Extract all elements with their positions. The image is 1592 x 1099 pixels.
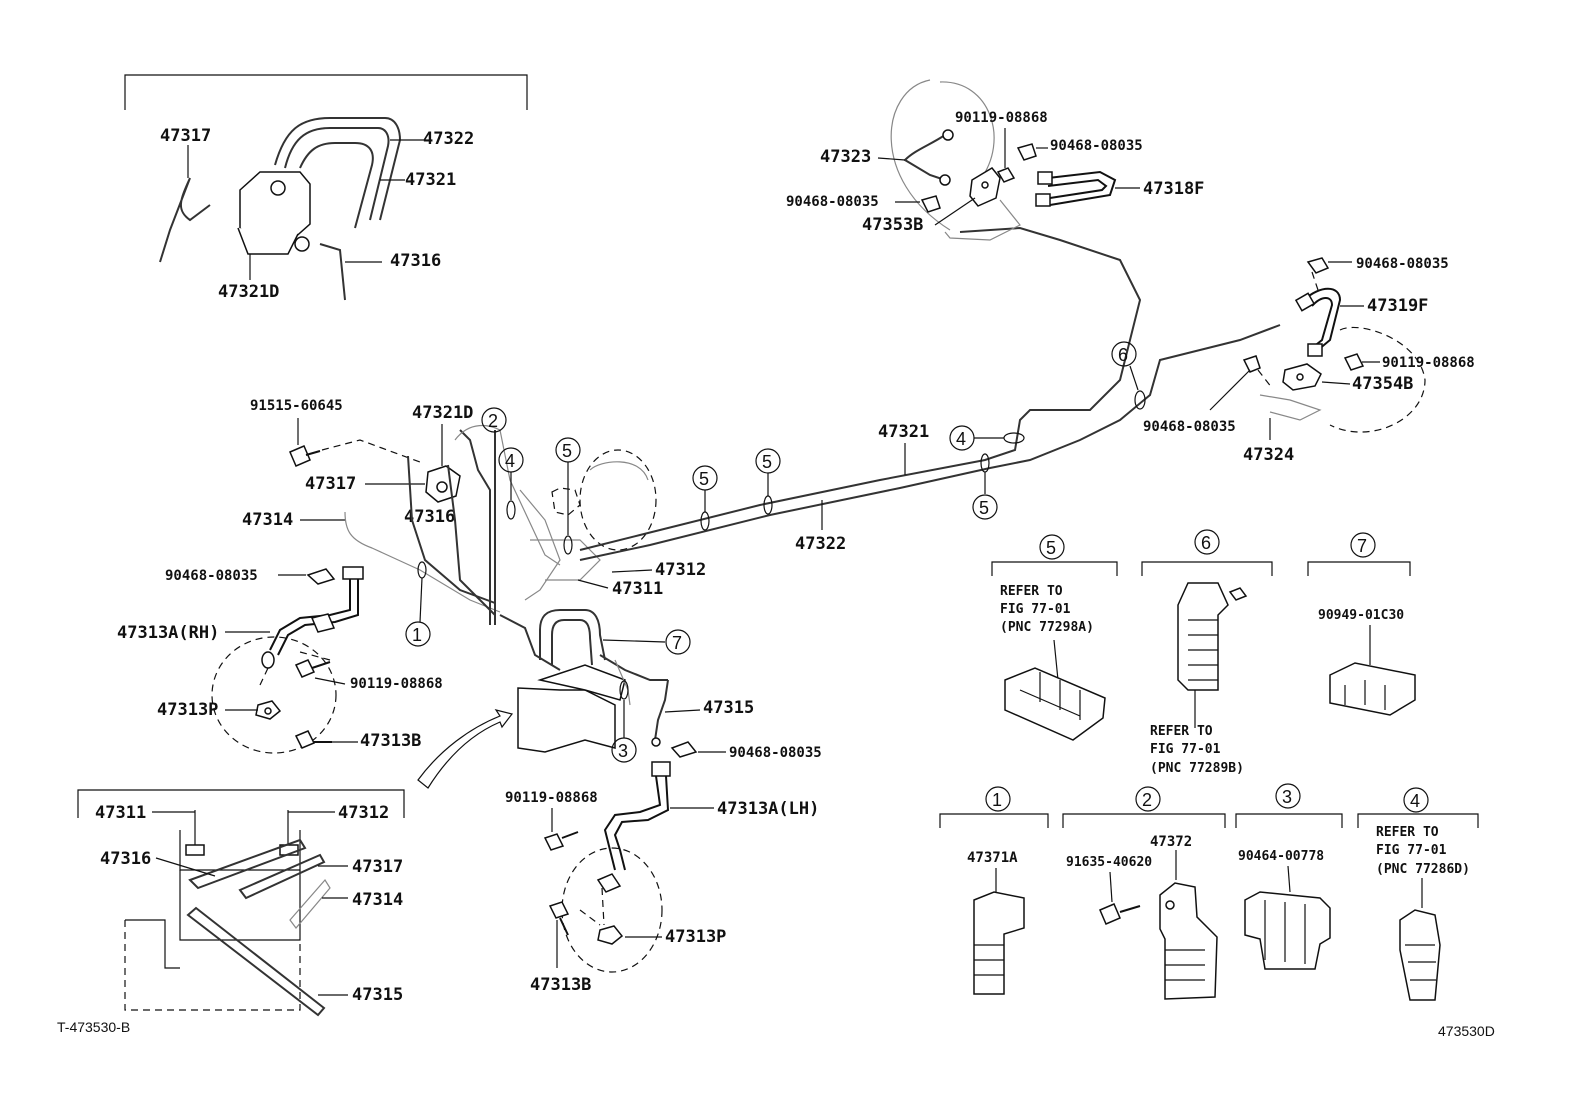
inset-top-left: 47317 47322 47321 47316 47321D xyxy=(124,74,528,302)
legend-3: 3 90464-00778 xyxy=(1235,783,1343,970)
callout-5a: 5 xyxy=(562,441,572,461)
label-b-47317: 47317 xyxy=(352,857,403,877)
legend-3-part: 90464-00778 xyxy=(1238,849,1324,864)
label-47322-main: 47322 xyxy=(795,534,846,554)
label-47319f: 47319F xyxy=(1367,296,1428,316)
legend-1-part: 47371A xyxy=(967,850,1018,866)
label-90468-left: 90468-08035 xyxy=(165,568,258,584)
legend-7-num: 7 xyxy=(1357,536,1367,556)
label-47313p-mid: 47313P xyxy=(665,927,726,947)
inset-bottom-left: 47311 47312 47316 47317 47314 47315 xyxy=(77,789,405,1017)
label-90119-tr: 90119-08868 xyxy=(955,110,1048,126)
top-right-assembly: 47323 47353B 90119-08868 90468-08035 904… xyxy=(786,79,1204,241)
label-47317: 47317 xyxy=(160,126,211,146)
callout-2: 2 xyxy=(488,411,498,431)
label-90468-tr2: 90468-08035 xyxy=(786,194,879,210)
label-90468-mid: 90468-08035 xyxy=(729,745,822,761)
legend-5-num: 5 xyxy=(1046,538,1056,558)
callout-4b: 4 xyxy=(956,429,966,449)
label-47354b: 47354B xyxy=(1352,374,1413,394)
callout-3: 3 xyxy=(618,741,628,761)
label-90119-mid: 90119-08868 xyxy=(505,790,598,806)
callout-7: 7 xyxy=(672,633,682,653)
label-b-47314: 47314 xyxy=(352,890,403,910)
label-47317-main: 47317 xyxy=(305,474,356,494)
label-47315: 47315 xyxy=(703,698,754,718)
label-47321d-main: 47321D xyxy=(412,403,473,423)
label-47321d: 47321D xyxy=(218,282,279,302)
label-47311: 47311 xyxy=(612,579,663,599)
callout-5b: 5 xyxy=(699,469,709,489)
legend-5-line3: (PNC 77298A) xyxy=(1000,620,1094,635)
legend-2-part: 47372 xyxy=(1150,834,1192,850)
callout-1: 1 xyxy=(412,625,422,645)
label-47322: 47322 xyxy=(423,129,474,149)
hose-lh: 47313A(LH) 90119-08868 47313P 47313B xyxy=(505,761,819,995)
legend-7-part: 90949-01C30 xyxy=(1318,608,1404,623)
label-b-47311: 47311 xyxy=(95,803,146,823)
legend-4: 4 REFER TO FIG 77-01 (PNC 77286D) xyxy=(1357,787,1479,1001)
label-90468-tr1: 90468-08035 xyxy=(1050,138,1143,154)
label-47323: 47323 xyxy=(820,147,871,167)
right-assembly: 90468-08035 47319F 90119-08868 47354B 90… xyxy=(1143,256,1475,465)
label-b-47316: 47316 xyxy=(100,849,151,869)
footer-right-code: 473530D xyxy=(1438,1023,1495,1039)
legend-6: 6 REFER TO FIG 77-01 (PNC 77289B) xyxy=(1141,529,1273,776)
label-47313p-left: 47313P xyxy=(157,700,218,720)
label-47318f: 47318F xyxy=(1143,179,1204,199)
label-47313a-lh: 47313A(LH) xyxy=(717,799,819,819)
label-b-47312: 47312 xyxy=(338,803,389,823)
legend-3-num: 3 xyxy=(1282,787,1292,807)
callout-5c: 5 xyxy=(762,452,772,472)
legend-1-num: 1 xyxy=(992,790,1002,810)
legend-4-num: 4 xyxy=(1410,791,1420,811)
legend-1: 1 47371A xyxy=(939,786,1049,995)
callout-4a: 4 xyxy=(505,451,515,471)
label-90119-r: 90119-08868 xyxy=(1382,355,1475,371)
legend-5-line1: REFER TO xyxy=(1000,584,1063,599)
legend-6-line3: (PNC 77289B) xyxy=(1150,761,1244,776)
callout-6: 6 xyxy=(1118,345,1128,365)
label-47313b-left: 47313B xyxy=(360,731,421,751)
label-90119-left: 90119-08868 xyxy=(350,676,443,692)
label-90468-r1: 90468-08035 xyxy=(1356,256,1449,272)
legend-6-num: 6 xyxy=(1201,533,1211,553)
legend-4-line2: FIG 77-01 xyxy=(1376,843,1447,858)
label-90468-r2: 90468-08035 xyxy=(1143,419,1236,435)
center-assembly: 5 47312 47311 3 7 47315 90468-08035 xyxy=(499,437,822,763)
legend-5-line2: FIG 77-01 xyxy=(1000,602,1071,617)
label-47324: 47324 xyxy=(1243,445,1294,465)
label-47316-main: 47316 xyxy=(404,507,455,527)
legend-5: 5 REFER TO FIG 77-01 (PNC 77298A) xyxy=(991,534,1118,741)
label-47312: 47312 xyxy=(655,560,706,580)
label-47316: 47316 xyxy=(390,251,441,271)
legend-4-line1: REFER TO xyxy=(1376,825,1439,840)
legend-2-num: 2 xyxy=(1142,790,1152,810)
legend-7: 7 90949-01C30 xyxy=(1307,532,1416,716)
main-left: 91515-60645 47321D 47317 47314 47316 1 2… xyxy=(117,398,561,789)
label-47353b: 47353B xyxy=(862,215,923,235)
label-b-47315: 47315 xyxy=(352,985,403,1005)
label-47321-main: 47321 xyxy=(878,422,929,442)
footer-left-code: T-473530-B xyxy=(57,1019,130,1035)
label-47321: 47321 xyxy=(405,170,456,190)
legend-4-line3: (PNC 77286D) xyxy=(1376,862,1470,877)
label-47314-main: 47314 xyxy=(242,510,293,530)
legend-2-bolt: 91635-40620 xyxy=(1066,855,1152,870)
legend-2: 2 47372 91635-40620 xyxy=(1062,786,1226,1000)
label-91515-60645: 91515-60645 xyxy=(250,398,343,414)
label-47313b-mid: 47313B xyxy=(530,975,591,995)
legend-6-line1: REFER TO xyxy=(1150,724,1213,739)
label-47313a-rh: 47313A(RH) xyxy=(117,623,219,643)
main-pipes: 5 5 47321 47322 4 5 6 xyxy=(579,226,1281,561)
legend-6-line2: FIG 77-01 xyxy=(1150,742,1221,757)
callout-5d: 5 xyxy=(979,498,989,518)
